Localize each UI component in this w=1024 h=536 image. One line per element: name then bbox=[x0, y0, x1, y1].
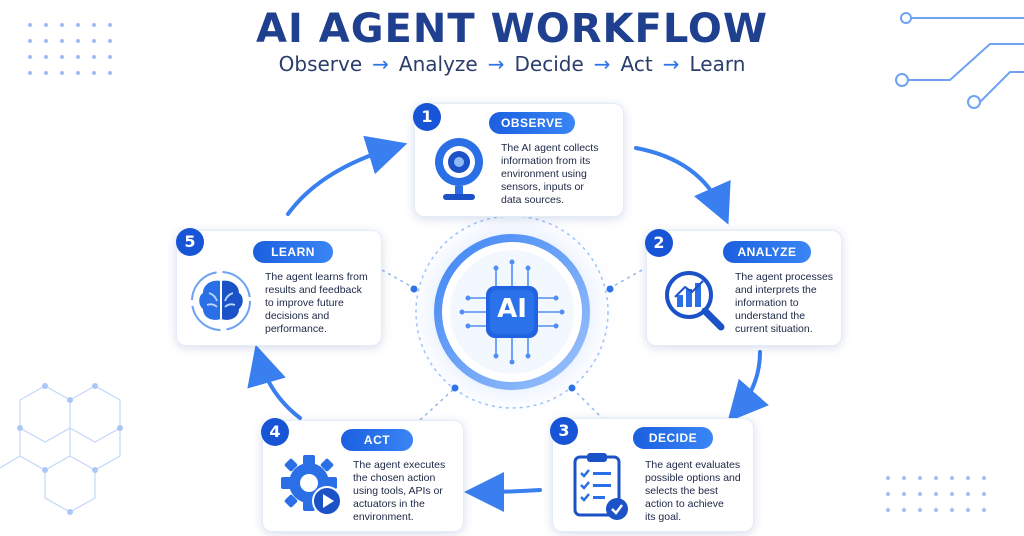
brain-icon bbox=[191, 271, 251, 331]
step-description: The AI agent collects information from i… bbox=[501, 142, 599, 206]
dot-grid-top-left bbox=[28, 23, 112, 75]
outer-dashed-ring bbox=[415, 215, 609, 409]
step-label: OBSERVE bbox=[489, 112, 575, 134]
ai-chip-icon bbox=[459, 259, 565, 365]
step-number-1: 1 bbox=[413, 103, 441, 131]
flow-step-observe: Observe bbox=[278, 52, 363, 76]
arrow-icon: → bbox=[662, 52, 680, 76]
step-number-5: 5 bbox=[176, 228, 204, 256]
webcam-icon bbox=[435, 138, 483, 200]
page-title: AI AGENT WORKFLOW bbox=[256, 6, 768, 52]
magnifier-chart-icon bbox=[665, 271, 725, 331]
dot-grid-bottom-right bbox=[886, 476, 986, 512]
circuit-top-right bbox=[895, 12, 1024, 109]
flow-subtitle: Observe → Analyze → Decide → Act → Learn bbox=[0, 52, 1024, 76]
arrow-act-to-learn bbox=[247, 344, 302, 420]
step-number-2: 2 bbox=[645, 229, 673, 257]
step-card-observe: OBSERVE The AI agent collects informatio… bbox=[414, 103, 624, 217]
step-card-learn: LEARN The agent learns from results and … bbox=[176, 230, 382, 346]
arrow-icon: → bbox=[372, 52, 389, 76]
arrow-observe-to-analyze bbox=[634, 146, 731, 225]
step-card-decide: DECIDE The agent evaluates possible opti… bbox=[552, 418, 754, 532]
step-label: LEARN bbox=[253, 241, 333, 263]
flow-step-decide: Decide bbox=[514, 52, 584, 76]
flow-step-analyze: Analyze bbox=[398, 52, 478, 76]
step-number-4: 4 bbox=[261, 418, 289, 446]
center-ai-label: AI bbox=[497, 294, 527, 324]
cycle-arrows bbox=[247, 135, 769, 512]
step-description: The agent executes the chosen action usi… bbox=[353, 459, 446, 523]
step-label: ACT bbox=[341, 429, 413, 451]
step-card-analyze: ANALYZE The agent processes and interpre… bbox=[646, 230, 842, 346]
flow-step-act: Act bbox=[620, 52, 653, 76]
arrow-learn-to-observe bbox=[286, 135, 408, 216]
step-description: The agent learns from results and feedba… bbox=[265, 271, 368, 335]
step-label: DECIDE bbox=[633, 427, 713, 449]
arrow-icon: → bbox=[593, 52, 611, 76]
step-number-3: 3 bbox=[550, 417, 578, 445]
flow-step-learn: Learn bbox=[689, 52, 746, 76]
step-description: The agent evaluates possible options and… bbox=[645, 459, 741, 523]
arrow-analyze-to-decide bbox=[727, 350, 769, 423]
step-card-act: ACT The agent executes the chosen action… bbox=[262, 420, 464, 532]
clipboard-checklist-icon bbox=[573, 453, 628, 520]
arrow-decide-to-act bbox=[464, 471, 542, 512]
step-label: ANALYZE bbox=[723, 241, 811, 263]
step-description: The agent processes and interprets the i… bbox=[735, 271, 834, 335]
gear-play-icon bbox=[281, 455, 342, 516]
hex-network-bottom-left bbox=[0, 385, 121, 513]
arrow-icon: → bbox=[487, 52, 505, 76]
